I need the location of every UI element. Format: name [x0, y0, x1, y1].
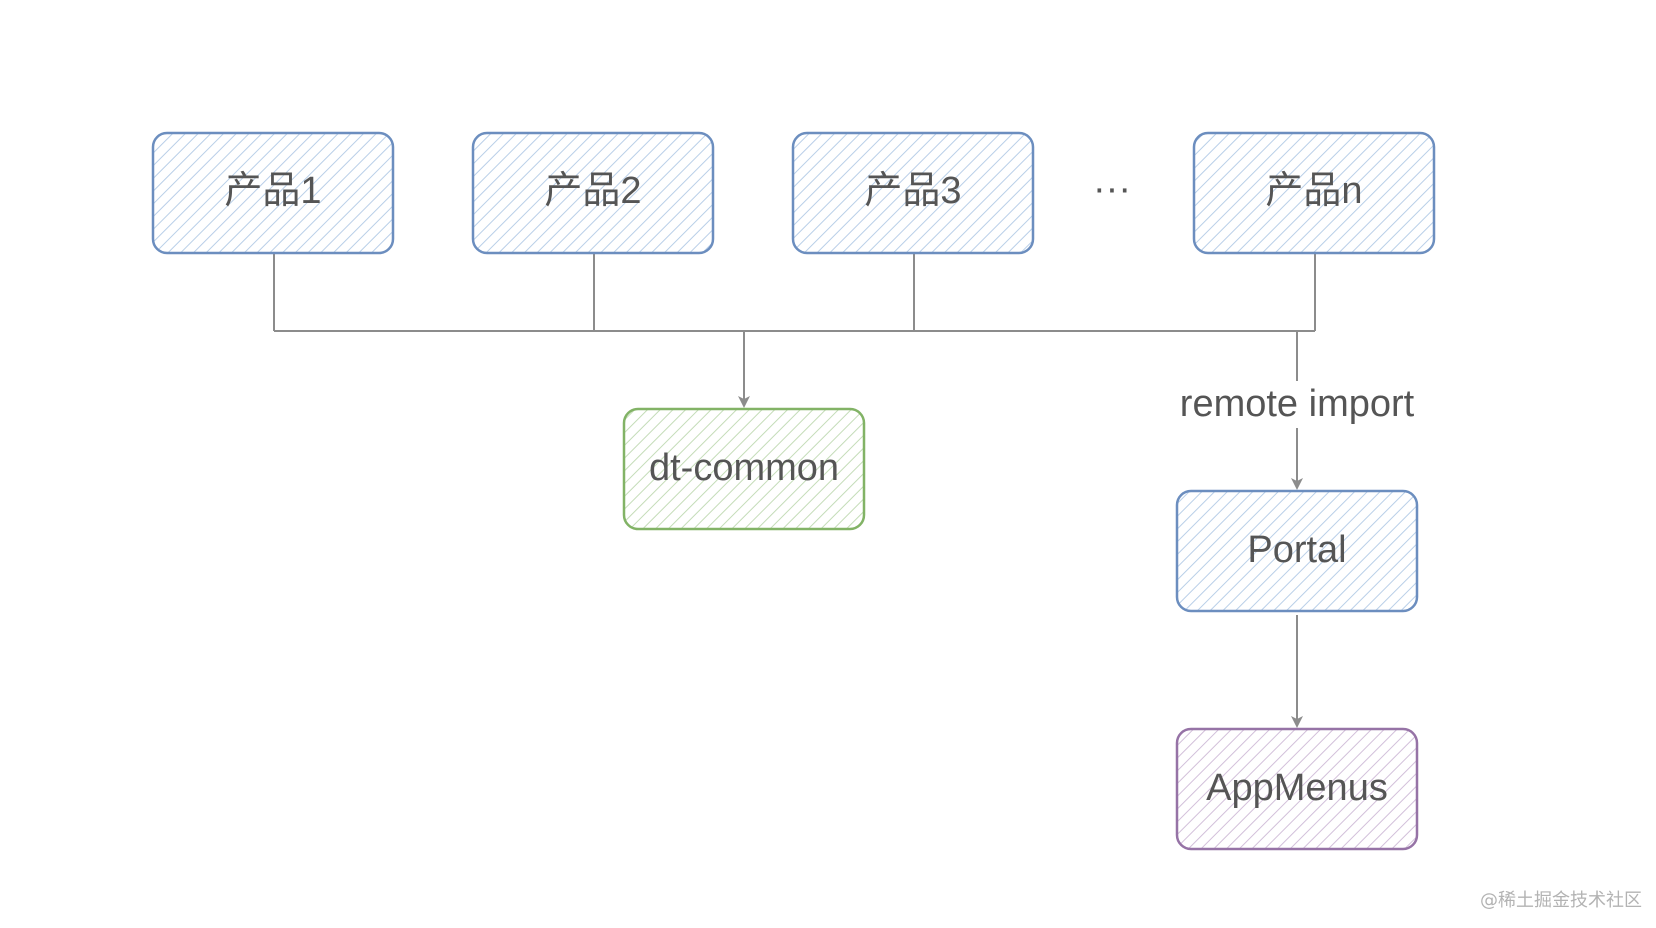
node-product1: 产品1: [151, 131, 395, 255]
watermark: @稀土掘金技术社区: [1480, 890, 1642, 911]
node-portal-label: Portal: [1247, 529, 1346, 571]
node-portal: Portal: [1175, 489, 1419, 613]
ellipsis-label: ···: [1093, 168, 1131, 210]
node-appmenus-label: AppMenus: [1206, 767, 1388, 809]
edge-label-remote-import: remote import: [1180, 383, 1415, 425]
node-dt-common-label: dt-common: [649, 447, 839, 489]
node-product2-label: 产品2: [544, 170, 641, 212]
node-product3-label: 产品3: [864, 170, 961, 212]
node-product3: 产品3: [791, 131, 1035, 255]
node-productn-label: 产品n: [1265, 170, 1362, 212]
node-product1-label: 产品1: [224, 170, 321, 212]
node-productn: 产品n: [1192, 131, 1436, 255]
node-product2: 产品2: [471, 131, 715, 255]
node-appmenus: AppMenus: [1175, 727, 1419, 851]
node-dt-common: dt-common: [622, 407, 866, 531]
connectors: [273, 252, 1316, 728]
